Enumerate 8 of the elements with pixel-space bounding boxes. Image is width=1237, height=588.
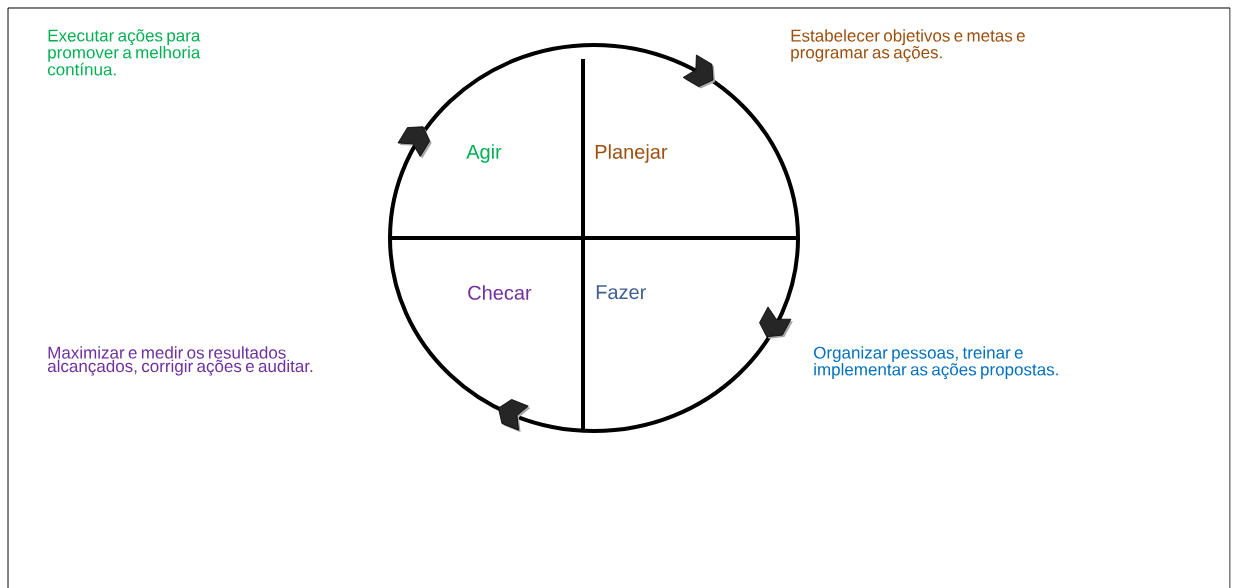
- quadrant-label: Fazer: [596, 285, 646, 300]
- description-text: Organizar pessoas, treinar e implementar as ações propostas.: [814, 346, 1058, 379]
- quadrant-label: Planejar: [595, 144, 668, 163]
- description-text: Estabelecer objetivos e metas e programar as ações.: [791, 29, 1025, 62]
- quadrant-label: Checar: [468, 285, 532, 300]
- description-text: Executar ações para promover a melhoria contínua.: [47, 29, 201, 76]
- description-text: Maximizar e medir os resultados alcançados, corrigir ações e auditar.: [47, 346, 313, 376]
- quadrant-label: Agir: [466, 144, 502, 163]
